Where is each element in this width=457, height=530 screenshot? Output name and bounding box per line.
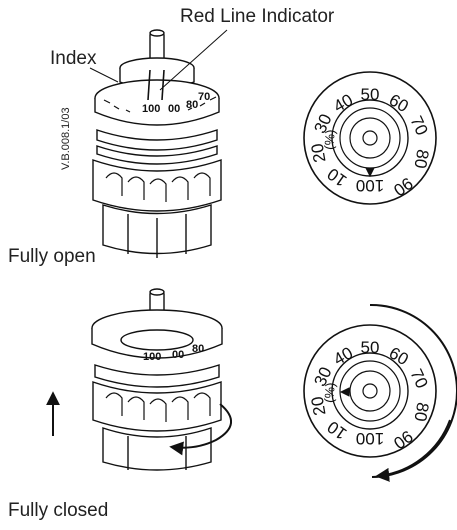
valve-ribs-open [103,69,217,202]
side-dial-mark: 80 [186,99,198,111]
dial-mark-50: 50 [361,85,380,104]
dial-unit: (%) [321,129,338,150]
dial-mark-20: 20 [308,142,330,164]
side-dial-mark: 100 [143,351,161,363]
valve-side-view-open [92,29,222,258]
dial-face-open [303,71,437,205]
side-dial-numbers-open: 100 00 80 70 [142,91,210,115]
red-line-indicator-label: Red Line Indicator [180,6,335,27]
dial-mark-80: 80 [410,148,432,170]
red-line-marker [339,387,350,397]
dial-unit: (%) [321,382,338,403]
red-line-marker [365,167,375,178]
rotate-arrow-icon [169,403,232,456]
side-dial-mark: 70 [198,91,210,103]
side-dial-mark: 00 [172,349,184,361]
dial-mark-20: 20 [308,395,330,417]
side-dial-mark: 80 [192,343,204,355]
valve-ribs-closed [105,392,211,422]
valve-side-view-closed [91,288,223,471]
fully-open-caption: Fully open [8,246,96,267]
side-dial-mark: 100 [142,103,160,115]
side-dial-numbers-closed: 100 00 80 [143,343,204,363]
dial-face-closed [303,324,437,458]
rotation-arrow-icon [375,419,451,482]
index-label: Index [50,48,97,69]
side-dial-mark: 00 [168,103,180,115]
dial-mark-50: 50 [361,338,380,357]
dial-mark-100: 100 [356,429,384,448]
dial-mark-100: 100 [356,176,384,195]
drawing-code: V.B.008.1/03 [60,107,72,170]
fully-closed-caption: Fully closed [8,500,109,521]
leader-lines [89,29,228,91]
dial-mark-80: 80 [410,401,432,423]
